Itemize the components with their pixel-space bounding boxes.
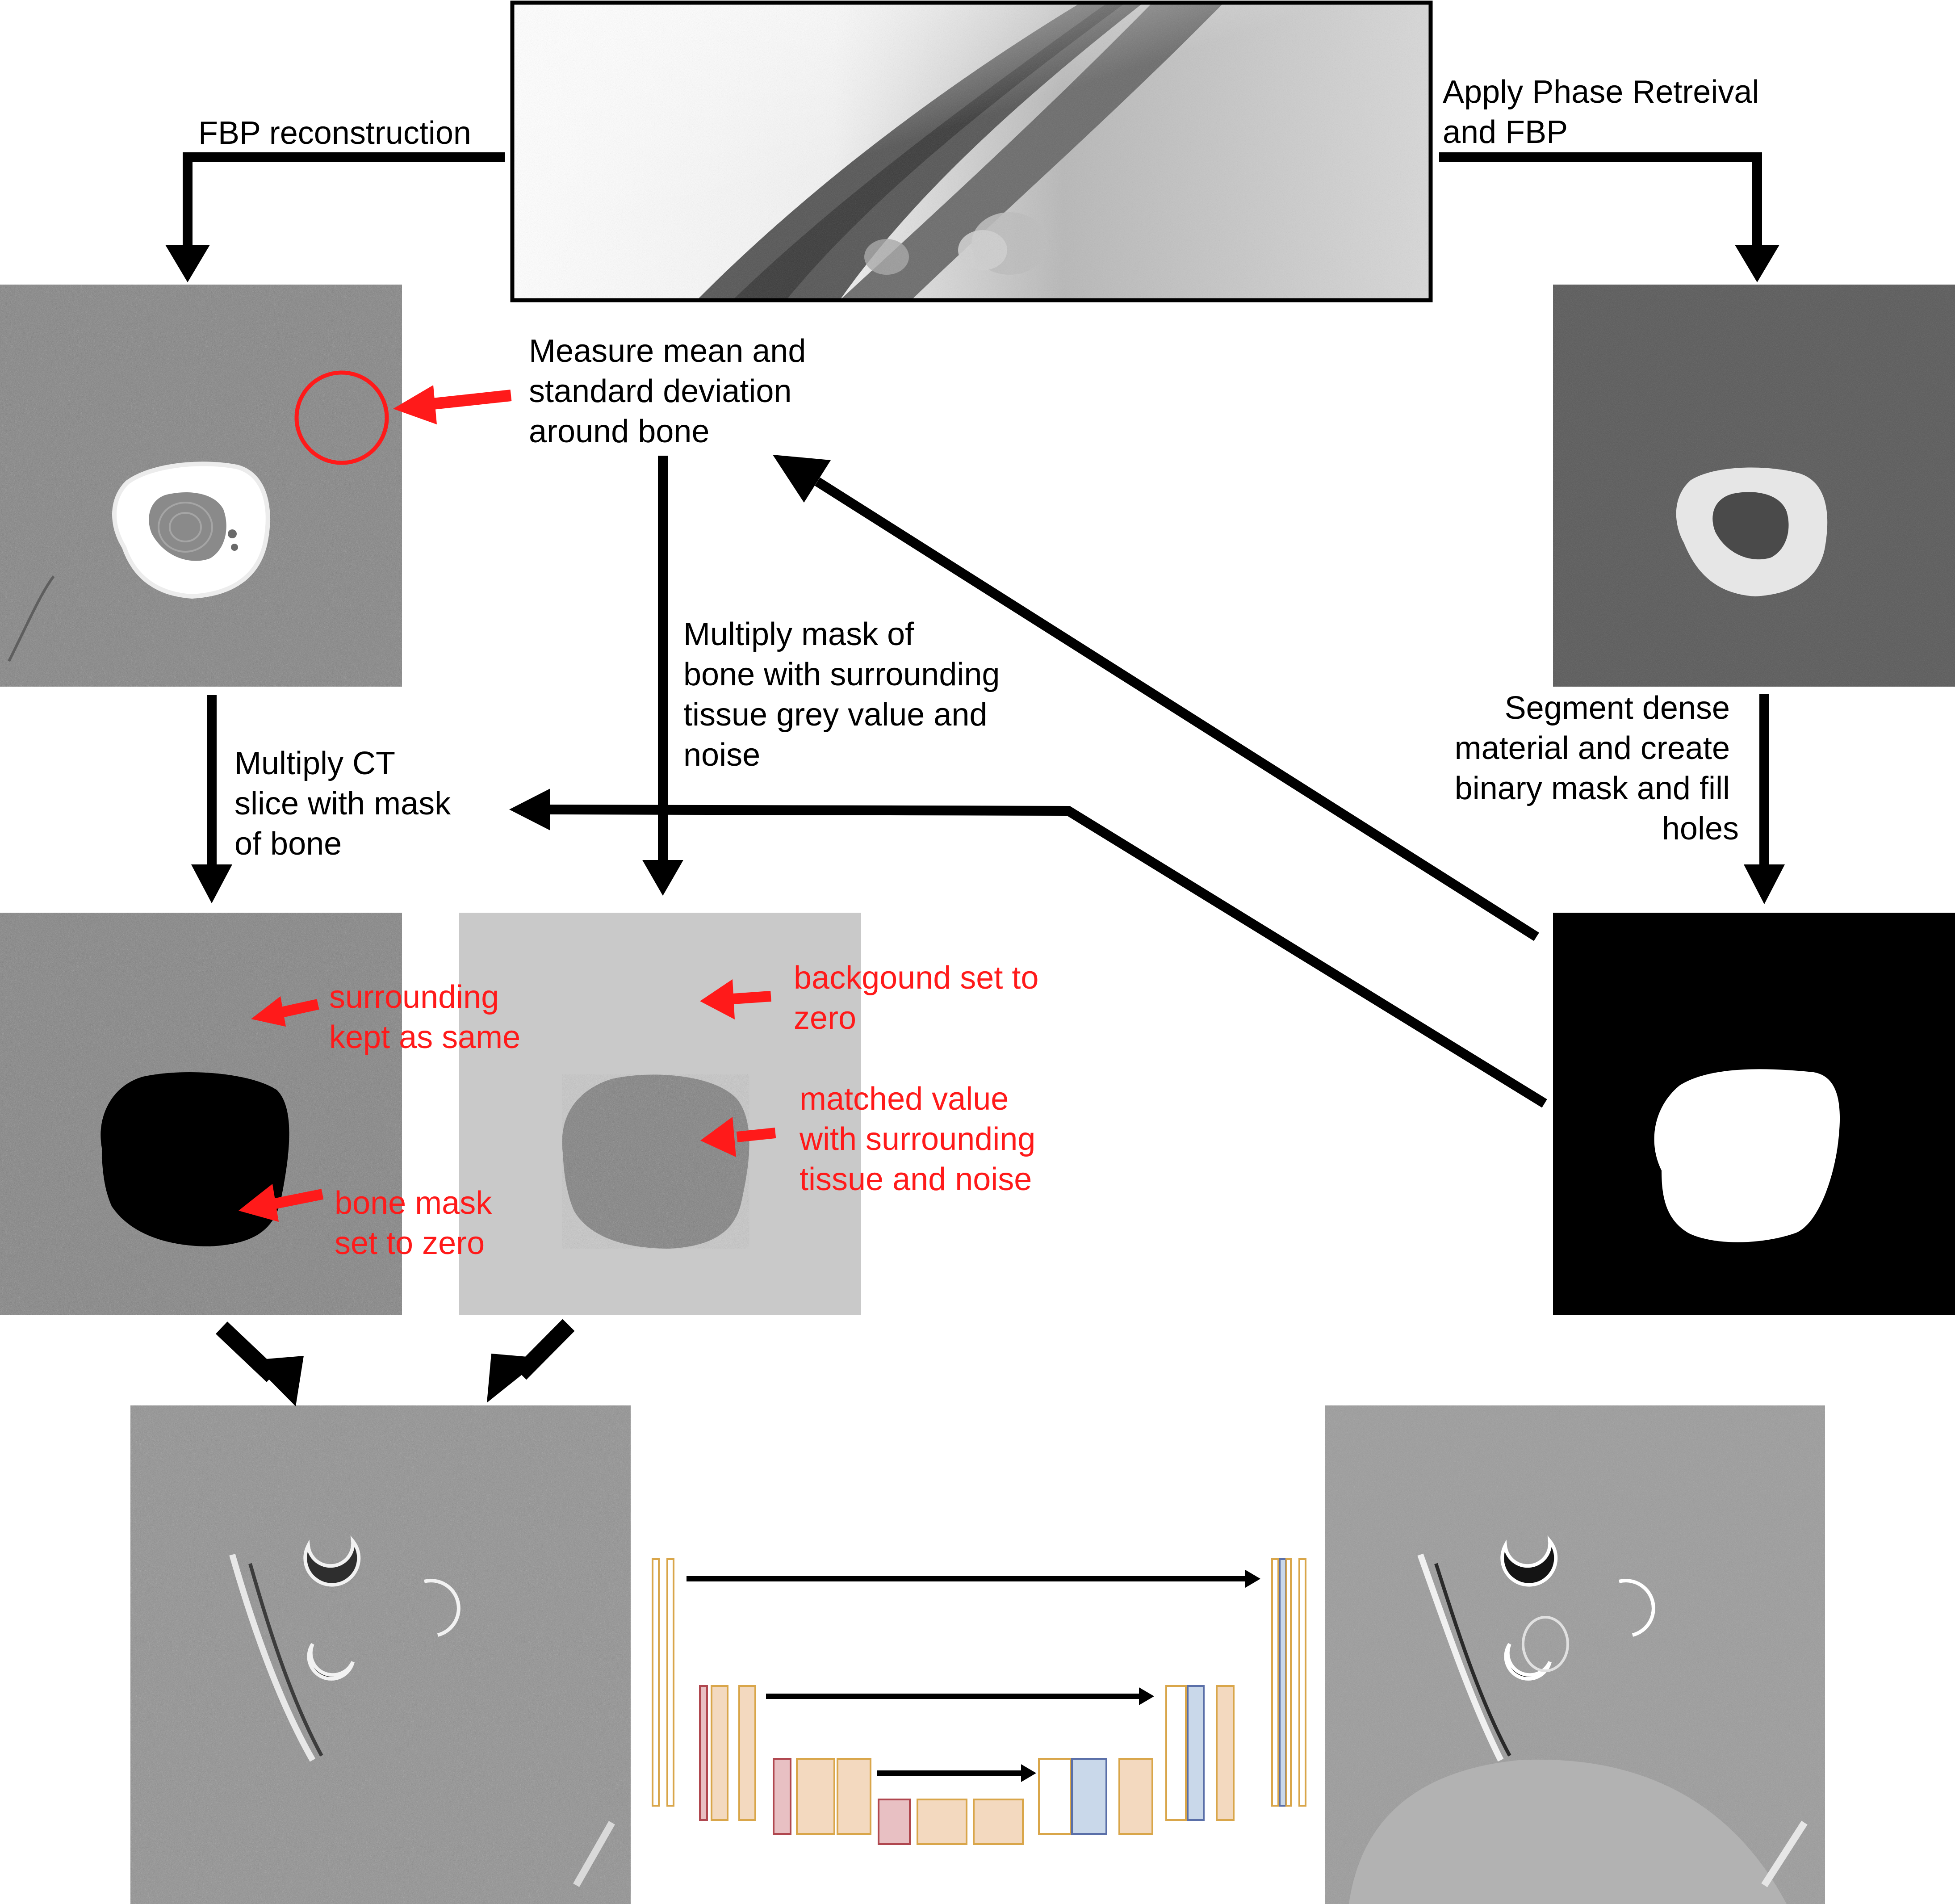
label-bone-mask: bone mask set to zero xyxy=(335,1185,501,1261)
noisy-input-image xyxy=(130,1405,631,1904)
label-matched-line: with surrounding xyxy=(799,1121,1035,1157)
arrow-combine-left-head xyxy=(250,1356,304,1406)
label-multiply-ct-line: slice with mask xyxy=(234,786,451,822)
label-multiply-ct-line: of bone xyxy=(234,826,342,862)
label-multiply-mask-line: Multiply mask of xyxy=(683,616,914,652)
label-segment-line: binary mask and fill xyxy=(1455,771,1730,806)
label-segment-line: holes xyxy=(1662,811,1739,847)
label-surrounding-line: kept as same xyxy=(329,1019,520,1055)
label-multiply-ct: Multiply CT slice with mask of bone xyxy=(234,746,460,862)
arrow-fbp xyxy=(183,152,505,245)
label-segment: Segment dense material and create binary… xyxy=(1455,690,1739,847)
label-surrounding-line: surrounding xyxy=(329,979,499,1015)
label-multiply-mask-line: bone with surrounding xyxy=(683,657,1000,692)
label-background-line: zero xyxy=(794,1000,856,1036)
phase-retrieval-slice-image xyxy=(1553,285,1955,687)
label-measure-line: Measure mean and xyxy=(529,333,806,369)
denoised-output-image xyxy=(1325,1405,1825,1904)
flow-arrows xyxy=(165,152,1785,1406)
label-segment-line: Segment dense xyxy=(1505,690,1730,726)
ct-slice-image xyxy=(0,285,402,687)
annotation-arrows xyxy=(239,385,776,1222)
label-surrounding: surrounding kept as same xyxy=(329,979,520,1055)
label-fbp: FBP reconstruction xyxy=(198,115,471,151)
arrow-mask-to-measure xyxy=(815,477,1539,941)
label-segment-line: material and create xyxy=(1455,730,1730,766)
label-multiply-mask: Multiply mask of bone with surrounding t… xyxy=(683,616,1009,773)
label-bone-mask-line: bone mask xyxy=(335,1185,492,1221)
label-measure-line: around bone xyxy=(529,414,709,449)
label-bone-mask-line: set to zero xyxy=(335,1225,485,1261)
label-phase: Apply Phase Retreival and FBP xyxy=(1443,74,1768,150)
label-phase-line: Apply Phase Retreival xyxy=(1443,74,1759,110)
arrow-combine-right-head xyxy=(487,1354,543,1403)
arrow-mask-to-ct xyxy=(536,805,1547,1108)
arrow-measure-down-head xyxy=(642,860,683,896)
arrow-fbp-head xyxy=(165,245,210,282)
arrow-mask-to-ct-head xyxy=(509,788,550,830)
arrow-mask-to-measure-head xyxy=(773,455,831,503)
label-multiply-mask-line: tissue grey value and xyxy=(683,697,987,733)
label-multiply-mask-line: noise xyxy=(683,737,760,773)
binary-mask-image xyxy=(1553,913,1955,1315)
label-measure: Measure mean and standard deviation arou… xyxy=(529,333,815,449)
surrogate-slice-image xyxy=(459,913,861,1315)
label-matched: matched value with surrounding tissue an… xyxy=(799,1081,1044,1197)
label-matched-line: tissue and noise xyxy=(800,1162,1032,1197)
radiograph-image xyxy=(510,0,1433,302)
arrow-phase-head xyxy=(1735,245,1779,282)
masked-ct-slice-image xyxy=(0,913,402,1315)
label-background-line: backgound set to xyxy=(794,960,1038,996)
label-multiply-ct-line: Multiply CT xyxy=(234,746,395,781)
label-matched-line: matched value xyxy=(800,1081,1009,1117)
unet-diagram xyxy=(652,1558,1306,1845)
arrow-segment-down-head xyxy=(1744,864,1785,904)
label-phase-line: and FBP xyxy=(1443,114,1568,150)
label-background: backgound set to zero xyxy=(794,960,1047,1036)
arrow-ct-down-head xyxy=(191,864,232,903)
arrow-phase xyxy=(1439,152,1762,245)
label-measure-line: standard deviation xyxy=(529,373,791,409)
